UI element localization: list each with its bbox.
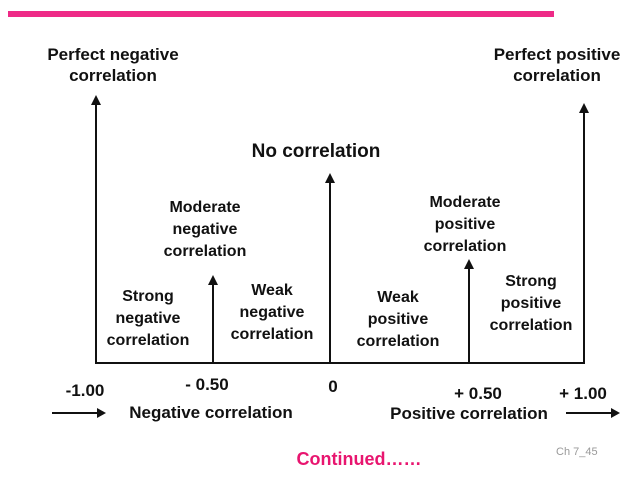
label-strong-positive-correlation: Strong positive correlation <box>489 273 573 334</box>
arrow-shaft <box>566 412 612 414</box>
arrow-shaft <box>95 105 97 363</box>
moderate-positive-arrow <box>464 259 474 363</box>
up-arrowhead-icon <box>325 173 335 183</box>
right-arrowhead-icon <box>97 408 106 418</box>
accent-bar <box>8 11 554 17</box>
positive-direction-arrow <box>566 408 620 418</box>
arrow-shaft <box>212 285 214 363</box>
label-negative-correlation: Negative correlation <box>129 403 293 422</box>
no-correlation-arrow <box>325 173 335 363</box>
tick-label-plus-1: + 1.00 <box>559 384 607 403</box>
label-perfect-positive-correlation: Perfect positive correlation <box>493 45 621 85</box>
page-reference: Ch 7_45 <box>556 446 598 458</box>
up-arrowhead-icon <box>91 95 101 105</box>
label-weak-positive-correlation: Weak positive correlation <box>356 289 440 350</box>
label-moderate-positive-correlation: Moderate positive correlation <box>423 194 507 255</box>
perfect-negative-arrow <box>91 95 101 363</box>
scale-baseline <box>95 362 585 364</box>
right-arrowhead-icon <box>611 408 620 418</box>
tick-label-plus-0-50: + 0.50 <box>454 384 502 403</box>
moderate-negative-arrow <box>208 275 218 363</box>
arrow-shaft <box>329 183 331 363</box>
label-perfect-negative-correlation: Perfect negative correlation <box>47 45 179 85</box>
up-arrowhead-icon <box>579 103 589 113</box>
continued-text: Continued…… <box>296 449 422 469</box>
label-no-correlation: No correlation <box>251 141 381 162</box>
up-arrowhead-icon <box>464 259 474 269</box>
negative-direction-arrow <box>52 408 106 418</box>
arrow-shaft <box>583 113 585 363</box>
tick-label-zero: 0 <box>328 377 338 396</box>
arrow-shaft <box>468 269 470 363</box>
label-strong-negative-correlation: Strong negative correlation <box>106 288 190 349</box>
label-positive-correlation: Positive correlation <box>390 404 548 423</box>
tick-label-minus-0-50: - 0.50 <box>185 375 229 394</box>
tick-label-minus-1: -1.00 <box>65 381 105 400</box>
label-weak-negative-correlation: Weak negative correlation <box>230 282 314 343</box>
perfect-positive-arrow <box>579 103 589 363</box>
label-moderate-negative-correlation: Moderate negative correlation <box>163 199 247 260</box>
up-arrowhead-icon <box>208 275 218 285</box>
arrow-shaft <box>52 412 98 414</box>
